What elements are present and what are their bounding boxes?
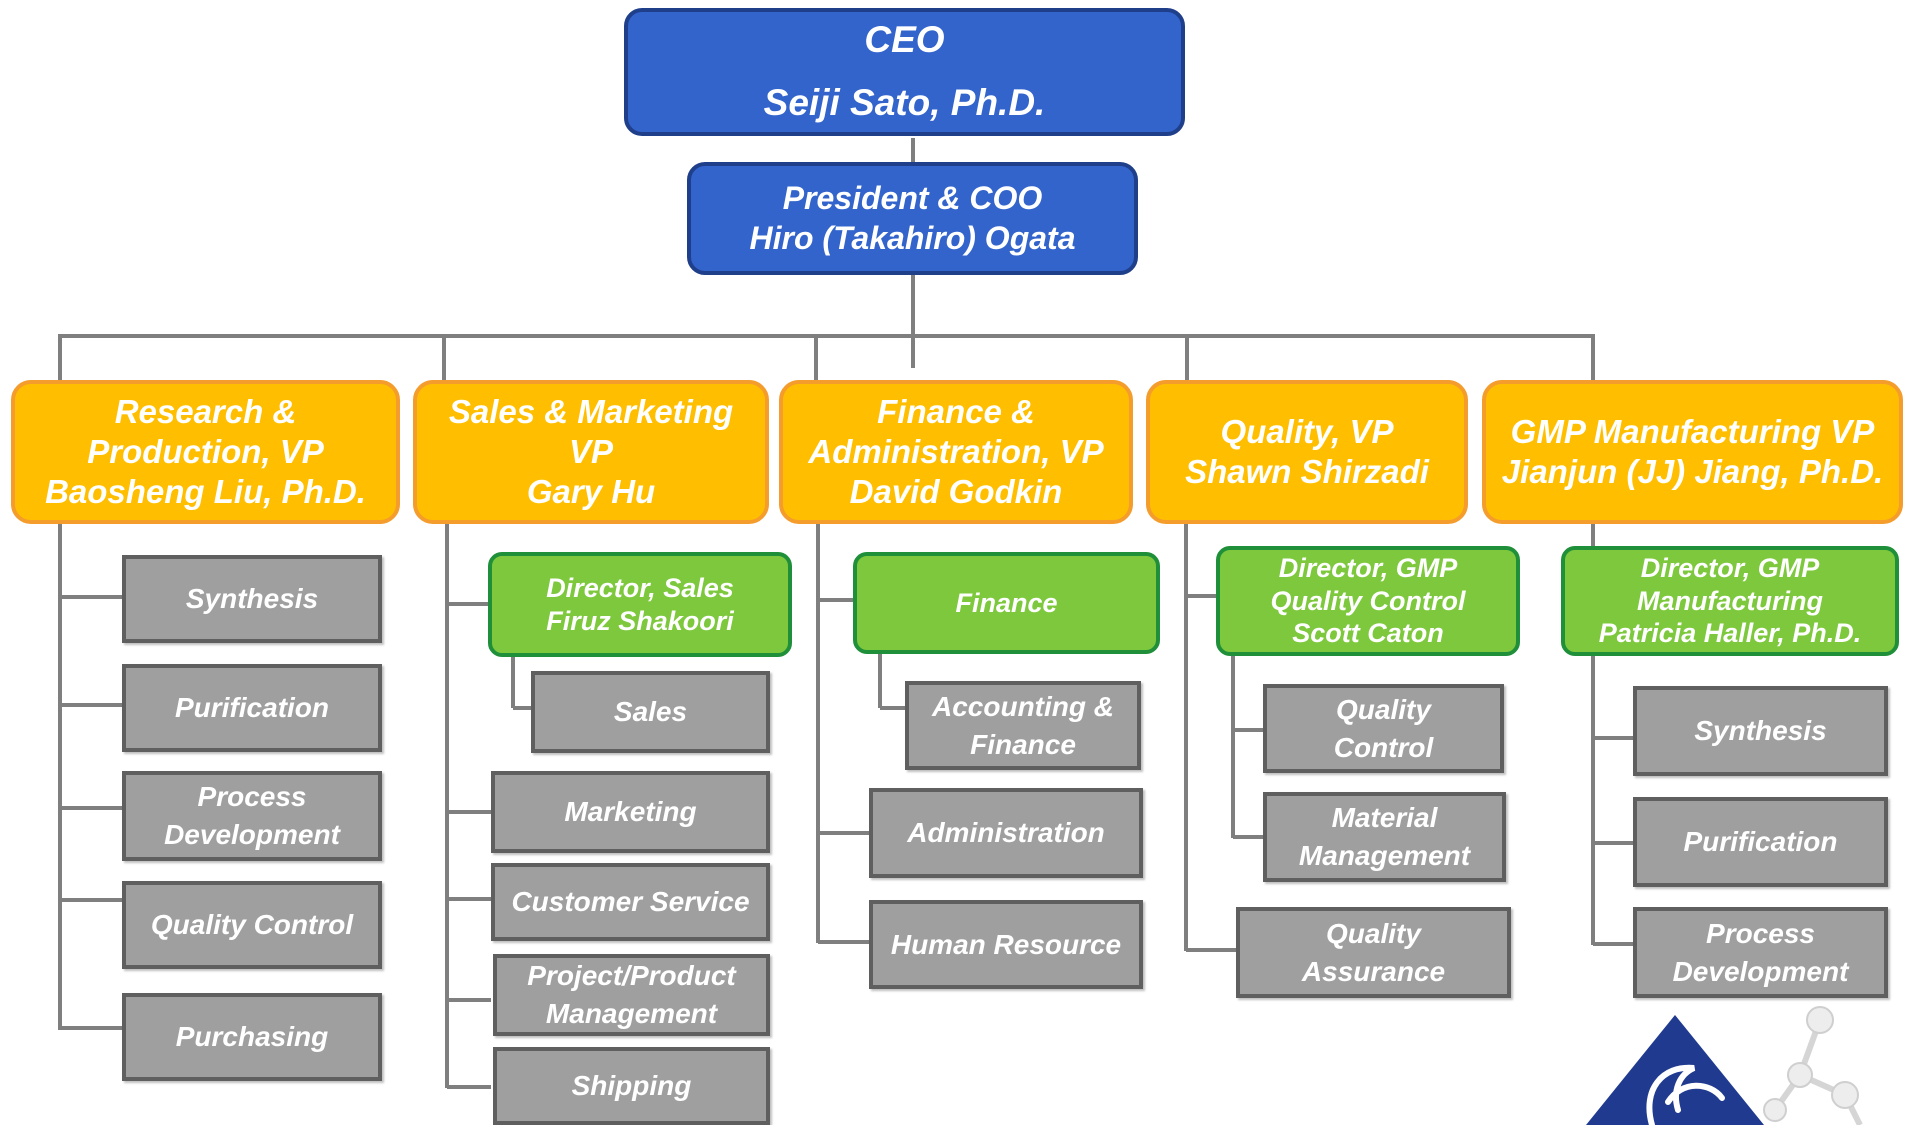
director-title: Director, GMP (1640, 552, 1820, 583)
president-name: Hiro (Takahiro) Ogata (749, 219, 1076, 256)
vp-title-line: Quality, VP (1220, 412, 1394, 450)
director-title: Director, Sales (546, 572, 734, 603)
president-title: President & COO (782, 180, 1043, 217)
unit-label: Finance (970, 728, 1076, 760)
director-title: Quality Control (1270, 585, 1466, 616)
director-name: Scott Caton (1292, 618, 1444, 649)
unit-material-management: Material Management (1263, 792, 1506, 882)
vp-name: Gary Hu (526, 473, 656, 511)
vp-name: Baosheng Liu, Ph.D. (45, 473, 366, 511)
president-box: President & COO Hiro (Takahiro) Ogata (687, 162, 1138, 275)
vp-title-line: Administration, VP (808, 432, 1104, 470)
molecule-icon (1763, 1006, 1863, 1125)
director-sales: Director, Sales Firuz Shakoori (488, 552, 792, 657)
vp-title-line: Sales & Marketing (448, 392, 734, 430)
vp-research-production: Research & Production, VP Baosheng Liu, … (11, 380, 400, 524)
unit-quality-assurance: Quality Assurance (1236, 907, 1511, 998)
unit-label: Purification (174, 692, 329, 724)
unit-label: Human Resource (890, 928, 1122, 960)
vp-title-line: GMP Manufacturing VP (1510, 412, 1875, 450)
vp-name: David Godkin (849, 473, 1063, 511)
unit-label: Shipping (571, 1070, 692, 1102)
unit-label: Assurance (1301, 955, 1446, 987)
ceo-title: CEO (864, 19, 945, 61)
vp-name: Jianjun (JJ) Jiang, Ph.D. (1501, 453, 1884, 490)
director-name: Firuz Shakoori (546, 605, 734, 636)
vp-name: Shawn Shirzadi (1185, 453, 1429, 490)
vp-title-line: Finance & (877, 392, 1035, 430)
vp-title-line: Production, VP (87, 432, 324, 470)
unit-human-resource: Human Resource (869, 900, 1143, 989)
unit-label: Development (164, 819, 340, 850)
unit-quality-control: Quality Control (1263, 684, 1504, 773)
unit-label: Accounting & (932, 690, 1114, 722)
unit-label: Sales (613, 696, 688, 728)
unit-label: Control (1333, 731, 1434, 763)
vp-gmp-manufacturing: GMP Manufacturing VP Jianjun (JJ) Jiang,… (1482, 380, 1903, 524)
director-name: Patricia Haller, Ph.D. (1598, 618, 1862, 649)
unit-shipping: Shipping (493, 1047, 770, 1125)
unit-label: Synthesis (1694, 715, 1827, 747)
unit-purchasing: Purchasing (122, 993, 382, 1081)
unit-label: Administration (907, 817, 1105, 849)
unit-label: Purchasing (175, 1021, 329, 1053)
director-finance: Finance (853, 552, 1160, 654)
unit-label: Process (197, 781, 307, 813)
unit-label: Management (545, 998, 718, 1029)
company-logo-triangle-icon (1586, 1015, 1764, 1125)
unit-project-product-management: Project/Product Management (493, 954, 770, 1036)
vp-title-line: VP (568, 432, 614, 470)
unit-label: Project/Product (527, 960, 736, 992)
unit-marketing: Marketing (491, 771, 770, 853)
ceo-name: Seiji Sato, Ph.D. (763, 82, 1046, 123)
unit-label: Material (1331, 802, 1438, 834)
director-title: Director, GMP (1278, 552, 1458, 583)
unit-synthesis: Synthesis (1633, 686, 1888, 776)
unit-accounting-finance: Accounting & Finance (905, 681, 1141, 770)
unit-purification: Purification (122, 664, 382, 752)
unit-label: Purification (1683, 826, 1838, 858)
unit-administration: Administration (869, 788, 1143, 878)
unit-process-development: Process Development (1633, 907, 1888, 998)
unit-label: Synthesis (185, 583, 319, 615)
unit-label: Marketing (564, 796, 697, 828)
unit-label: Management (1298, 840, 1471, 871)
unit-label: Quality (1336, 693, 1431, 725)
vp-sales-marketing: Sales & Marketing VP Gary Hu (413, 380, 769, 524)
vp-quality: Quality, VP Shawn Shirzadi (1146, 380, 1468, 524)
unit-label: Quality Control (150, 909, 354, 941)
ceo-box: CEO Seiji Sato, Ph.D. (624, 8, 1185, 136)
vp-title-line: Research & (114, 392, 297, 430)
unit-label: Customer Service (511, 886, 750, 918)
vp-finance-administration: Finance & Administration, VP David Godki… (779, 380, 1133, 524)
director-gmp-quality-control: Director, GMP Quality Control Scott Cato… (1216, 546, 1520, 656)
director-gmp-manufacturing: Director, GMP Manufacturing Patricia Hal… (1561, 546, 1899, 656)
unit-sales: Sales (531, 671, 770, 753)
unit-process-development: Process Development (122, 771, 382, 861)
unit-customer-service: Customer Service (491, 863, 770, 941)
director-title: Manufacturing (1637, 585, 1823, 616)
unit-label: Process (1706, 917, 1815, 949)
unit-label: Quality (1326, 917, 1421, 949)
director-title: Finance (955, 587, 1058, 618)
unit-purification: Purification (1633, 797, 1888, 887)
unit-synthesis: Synthesis (122, 555, 382, 643)
unit-label: Development (1672, 955, 1849, 987)
unit-quality-control: Quality Control (122, 881, 382, 969)
